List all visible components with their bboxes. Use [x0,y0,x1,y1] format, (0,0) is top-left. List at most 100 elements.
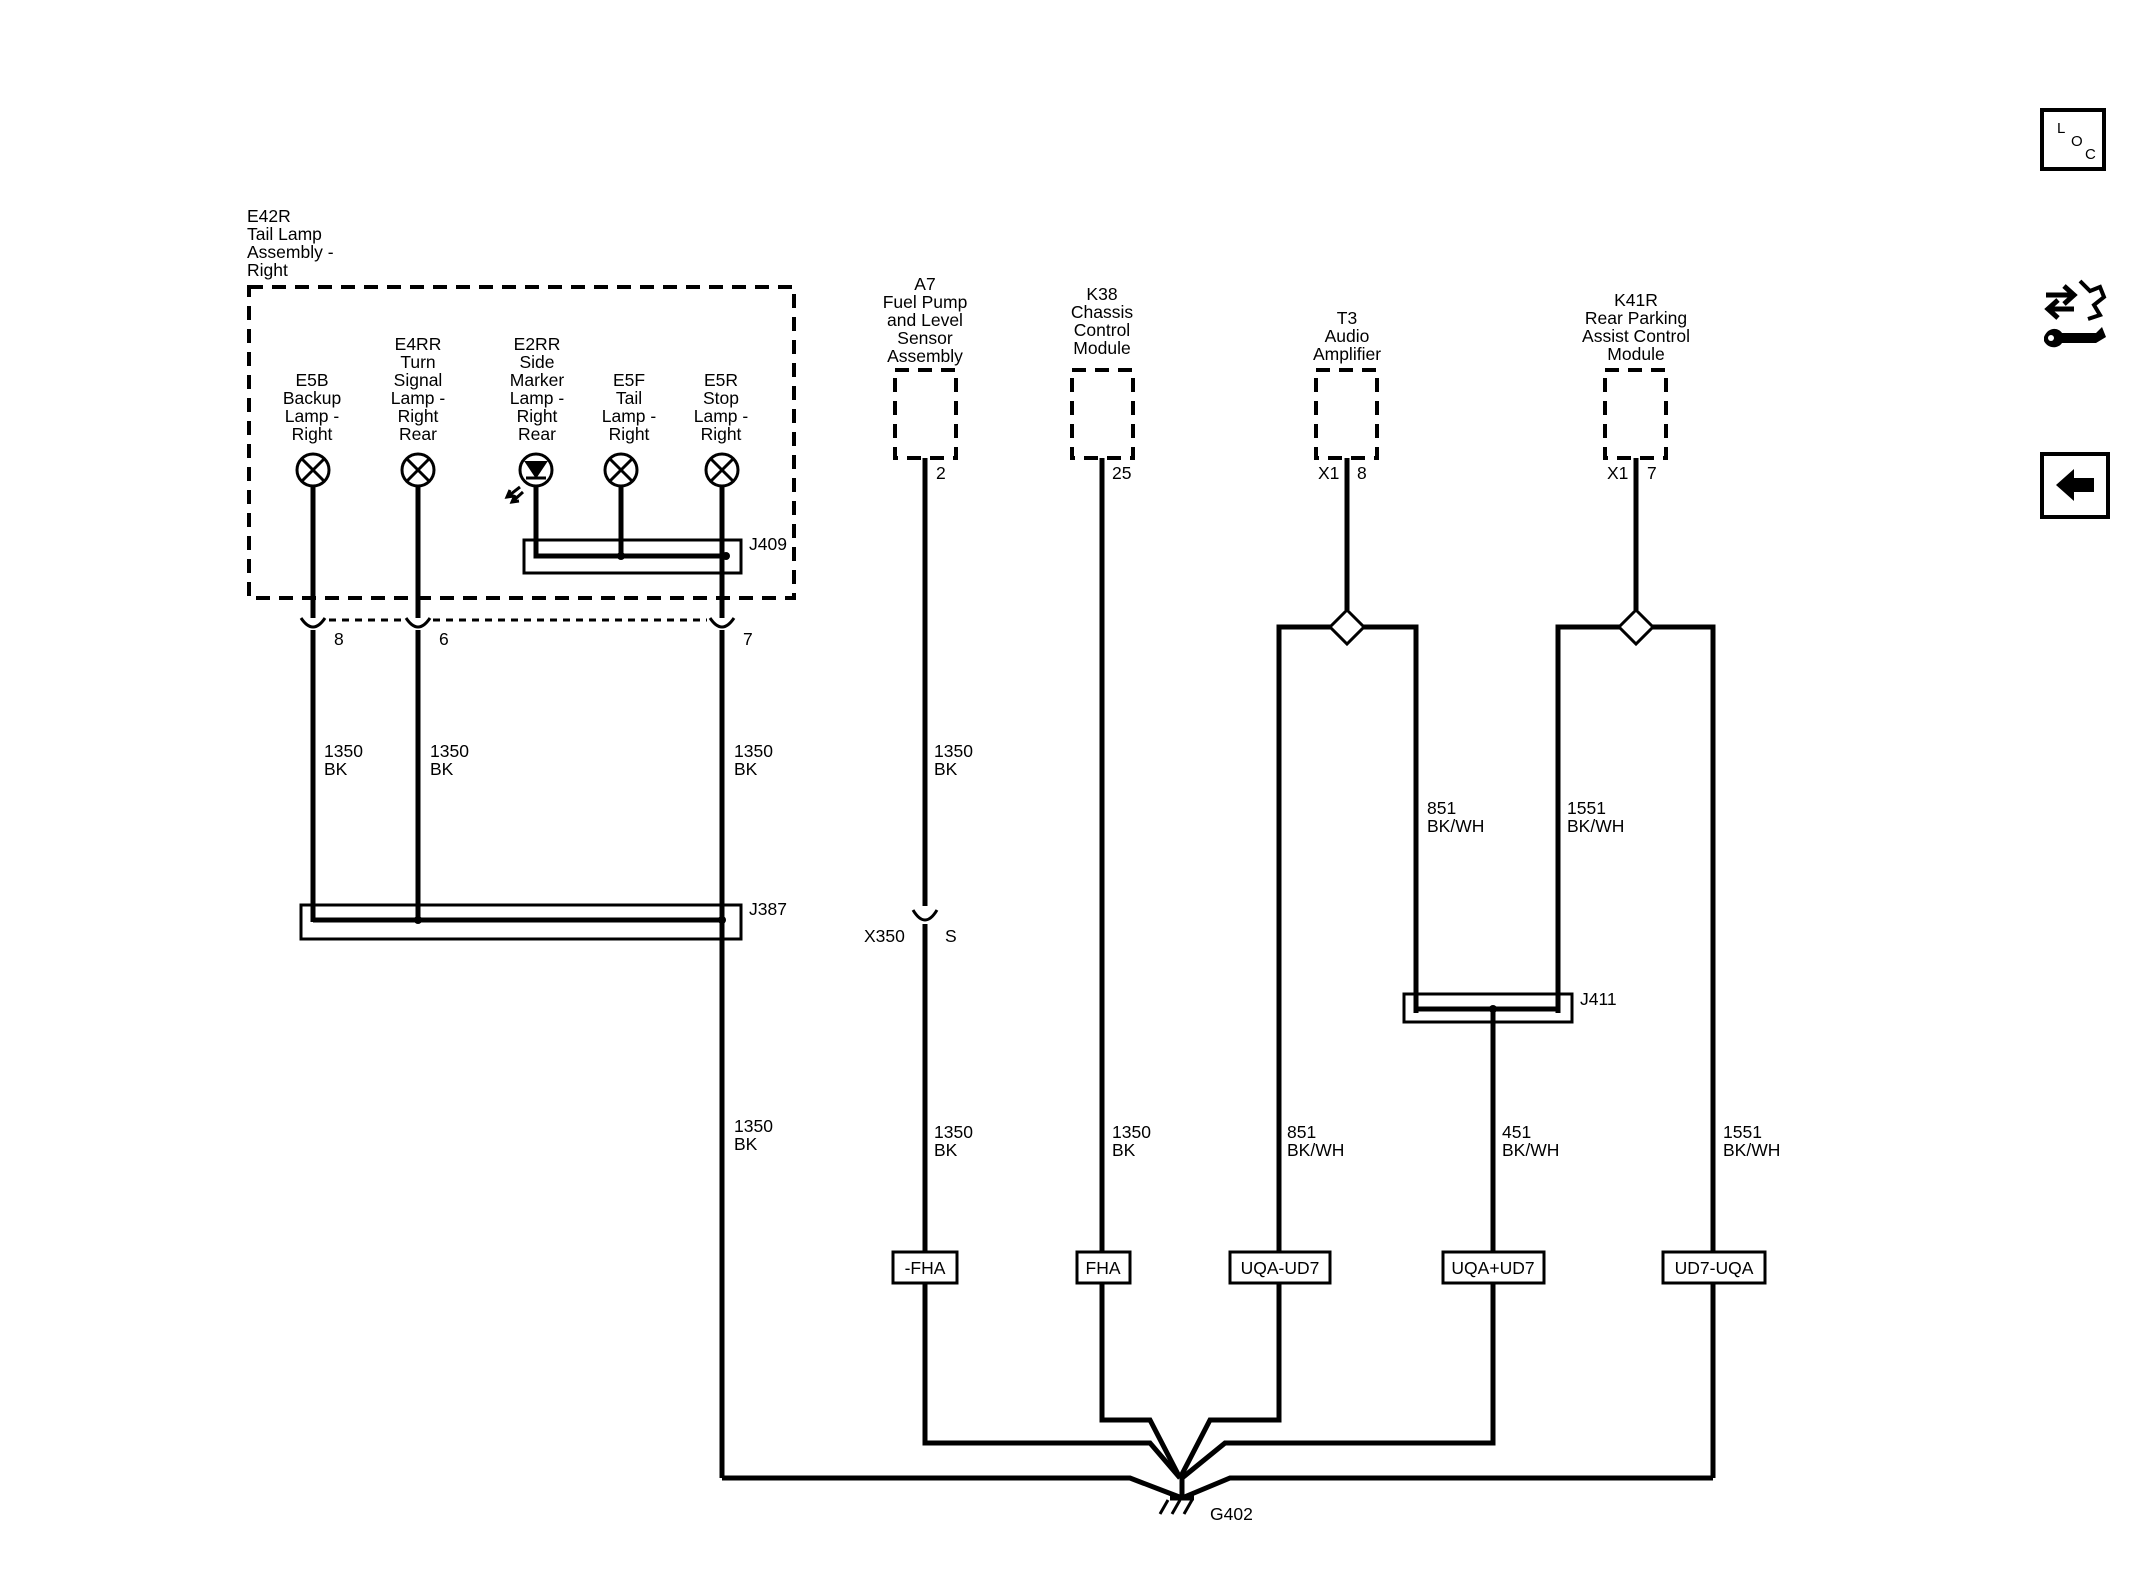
loc-letter: O [2071,133,2083,150]
loc-letter: L [2057,120,2066,137]
lamp-id: E5R [704,370,738,390]
circuit-number: 1350 [734,741,773,761]
ground-g402: G402 [722,1475,1713,1524]
assembly-id: E42R [247,206,291,226]
assembly-boundary [247,285,796,600]
lamp-name-line: Right [292,424,333,444]
pin-number: 7 [743,629,753,649]
lamp-bulb-icon [295,452,331,488]
lamp-name-line: Rear [518,424,556,444]
option-tag: FHA [1086,1258,1121,1278]
pin-number: 2 [936,463,946,483]
splice-j387: J387 1350 BK [299,899,787,1154]
lamp-name-line: Backup [283,388,341,408]
wire-color: BK [734,759,758,779]
pin-number: 8 [1357,463,1367,483]
lamp-name-line: Rear [399,424,437,444]
wire-color: BK/WH [1502,1140,1559,1160]
ground-label: G402 [1210,1504,1253,1524]
connector-id: X1 [1318,463,1339,483]
location-icon: L O C [2044,112,2102,167]
location-button[interactable]: L O C [2040,108,2106,171]
module-name-line: Module [1073,338,1130,358]
option-tag: UQA-UD7 [1241,1258,1320,1278]
circuit-number: 1350 [430,741,469,761]
lamp-name-line: Tail [616,388,642,408]
lamp-name-line: Side [519,352,554,372]
module-name-line: Assembly [887,346,963,366]
circuit-number: 1551 [1567,798,1606,818]
module-t3: T3 Audio Amplifier X1 8 851 BK/WH 851 BK… [1177,308,1484,1480]
module-id: K41R [1614,290,1658,310]
wire-color: BK [430,759,454,779]
circuit-number: 851 [1427,798,1456,818]
lamp-bulb-icon [704,452,740,488]
module-id: A7 [914,274,935,294]
circuit-number: 1350 [734,1116,773,1136]
circuit-number: 1350 [1112,1122,1151,1142]
circuit-number: 1350 [934,741,973,761]
splice-label: J409 [749,534,787,554]
module-name-line: Chassis [1071,302,1133,322]
circuit-number: 851 [1287,1122,1316,1142]
lamp-name-line: Marker [510,370,565,390]
module-name-line: and Level [887,310,963,330]
lamp-name-line: Lamp - [602,406,657,426]
inline-connector-id: X350 [864,926,905,946]
pin-number: 7 [1647,463,1657,483]
lamp-name-line: Right [517,406,558,426]
lamp-name-line: Right [701,424,742,444]
pin-number: 6 [439,629,449,649]
lamp-bulb-icon [603,452,639,488]
lamp-name-line: Lamp - [391,388,446,408]
lamp-id: E2RR [514,334,561,354]
wire-color: BK/WH [1287,1140,1344,1160]
lamp-name-line: Lamp - [694,406,749,426]
assembly-name-line: Assembly - [247,242,334,262]
lamp-id: E5B [295,370,328,390]
splice-label: J411 [1580,989,1617,1009]
option-tag: UD7-UQA [1675,1258,1754,1278]
back-arrow-icon [2056,469,2094,501]
option-tag: -FHA [905,1258,946,1278]
wire-color: BK/WH [1427,816,1484,836]
connector-swap-button[interactable] [2040,275,2112,355]
circuit-number: 451 [1502,1122,1531,1142]
wire-color: BK [934,759,958,779]
wire-color: BK [734,1134,758,1154]
module-k41r: K41R Rear Parking Assist Control Module … [1555,290,1780,1478]
lamp-wires: 8 6 7 1350 BK 1350 BK 1350 BK [299,486,773,1478]
lamp-name-line: Signal [394,370,443,390]
module-name-line: Amplifier [1313,344,1381,364]
module-name-line: Rear Parking [1585,308,1687,328]
wire-color: BK [934,1140,958,1160]
module-name-line: Audio [1325,326,1370,346]
lamp-name-line: Stop [703,388,739,408]
back-button[interactable] [2040,452,2110,519]
tail-lamp-assembly: E42R Tail Lamp Assembly - Right [247,206,796,600]
lamp-id: E5F [613,370,645,390]
connector-swap-icon [2044,279,2107,348]
module-name-line: Assist Control [1582,326,1690,346]
module-name-line: Control [1074,320,1130,340]
assembly-name-line: Right [247,260,288,280]
wire-color: BK [1112,1140,1136,1160]
circuit-number: 1350 [324,741,363,761]
loc-letter: C [2085,146,2096,163]
lamp-bulb-icon [400,452,436,488]
lamp-name-line: Right [609,424,650,444]
wire-color: BK/WH [1723,1140,1780,1160]
lamp-id: E4RR [395,334,442,354]
wire-color: BK/WH [1567,816,1624,836]
ground-icon [1158,1495,1194,1515]
lamp-name-line: Lamp - [510,388,565,408]
lamp-name-line: Turn [400,352,435,372]
lamp-name-line: Right [398,406,439,426]
splice-j409: J409 [522,486,787,575]
option-tag: UQA+UD7 [1451,1258,1534,1278]
module-name-line: Module [1607,344,1664,364]
module-id: K38 [1086,284,1117,304]
module-k38: K38 Chassis Control Module 25 1350 BK FH… [1070,284,1183,1480]
splice-label: J387 [749,899,787,919]
